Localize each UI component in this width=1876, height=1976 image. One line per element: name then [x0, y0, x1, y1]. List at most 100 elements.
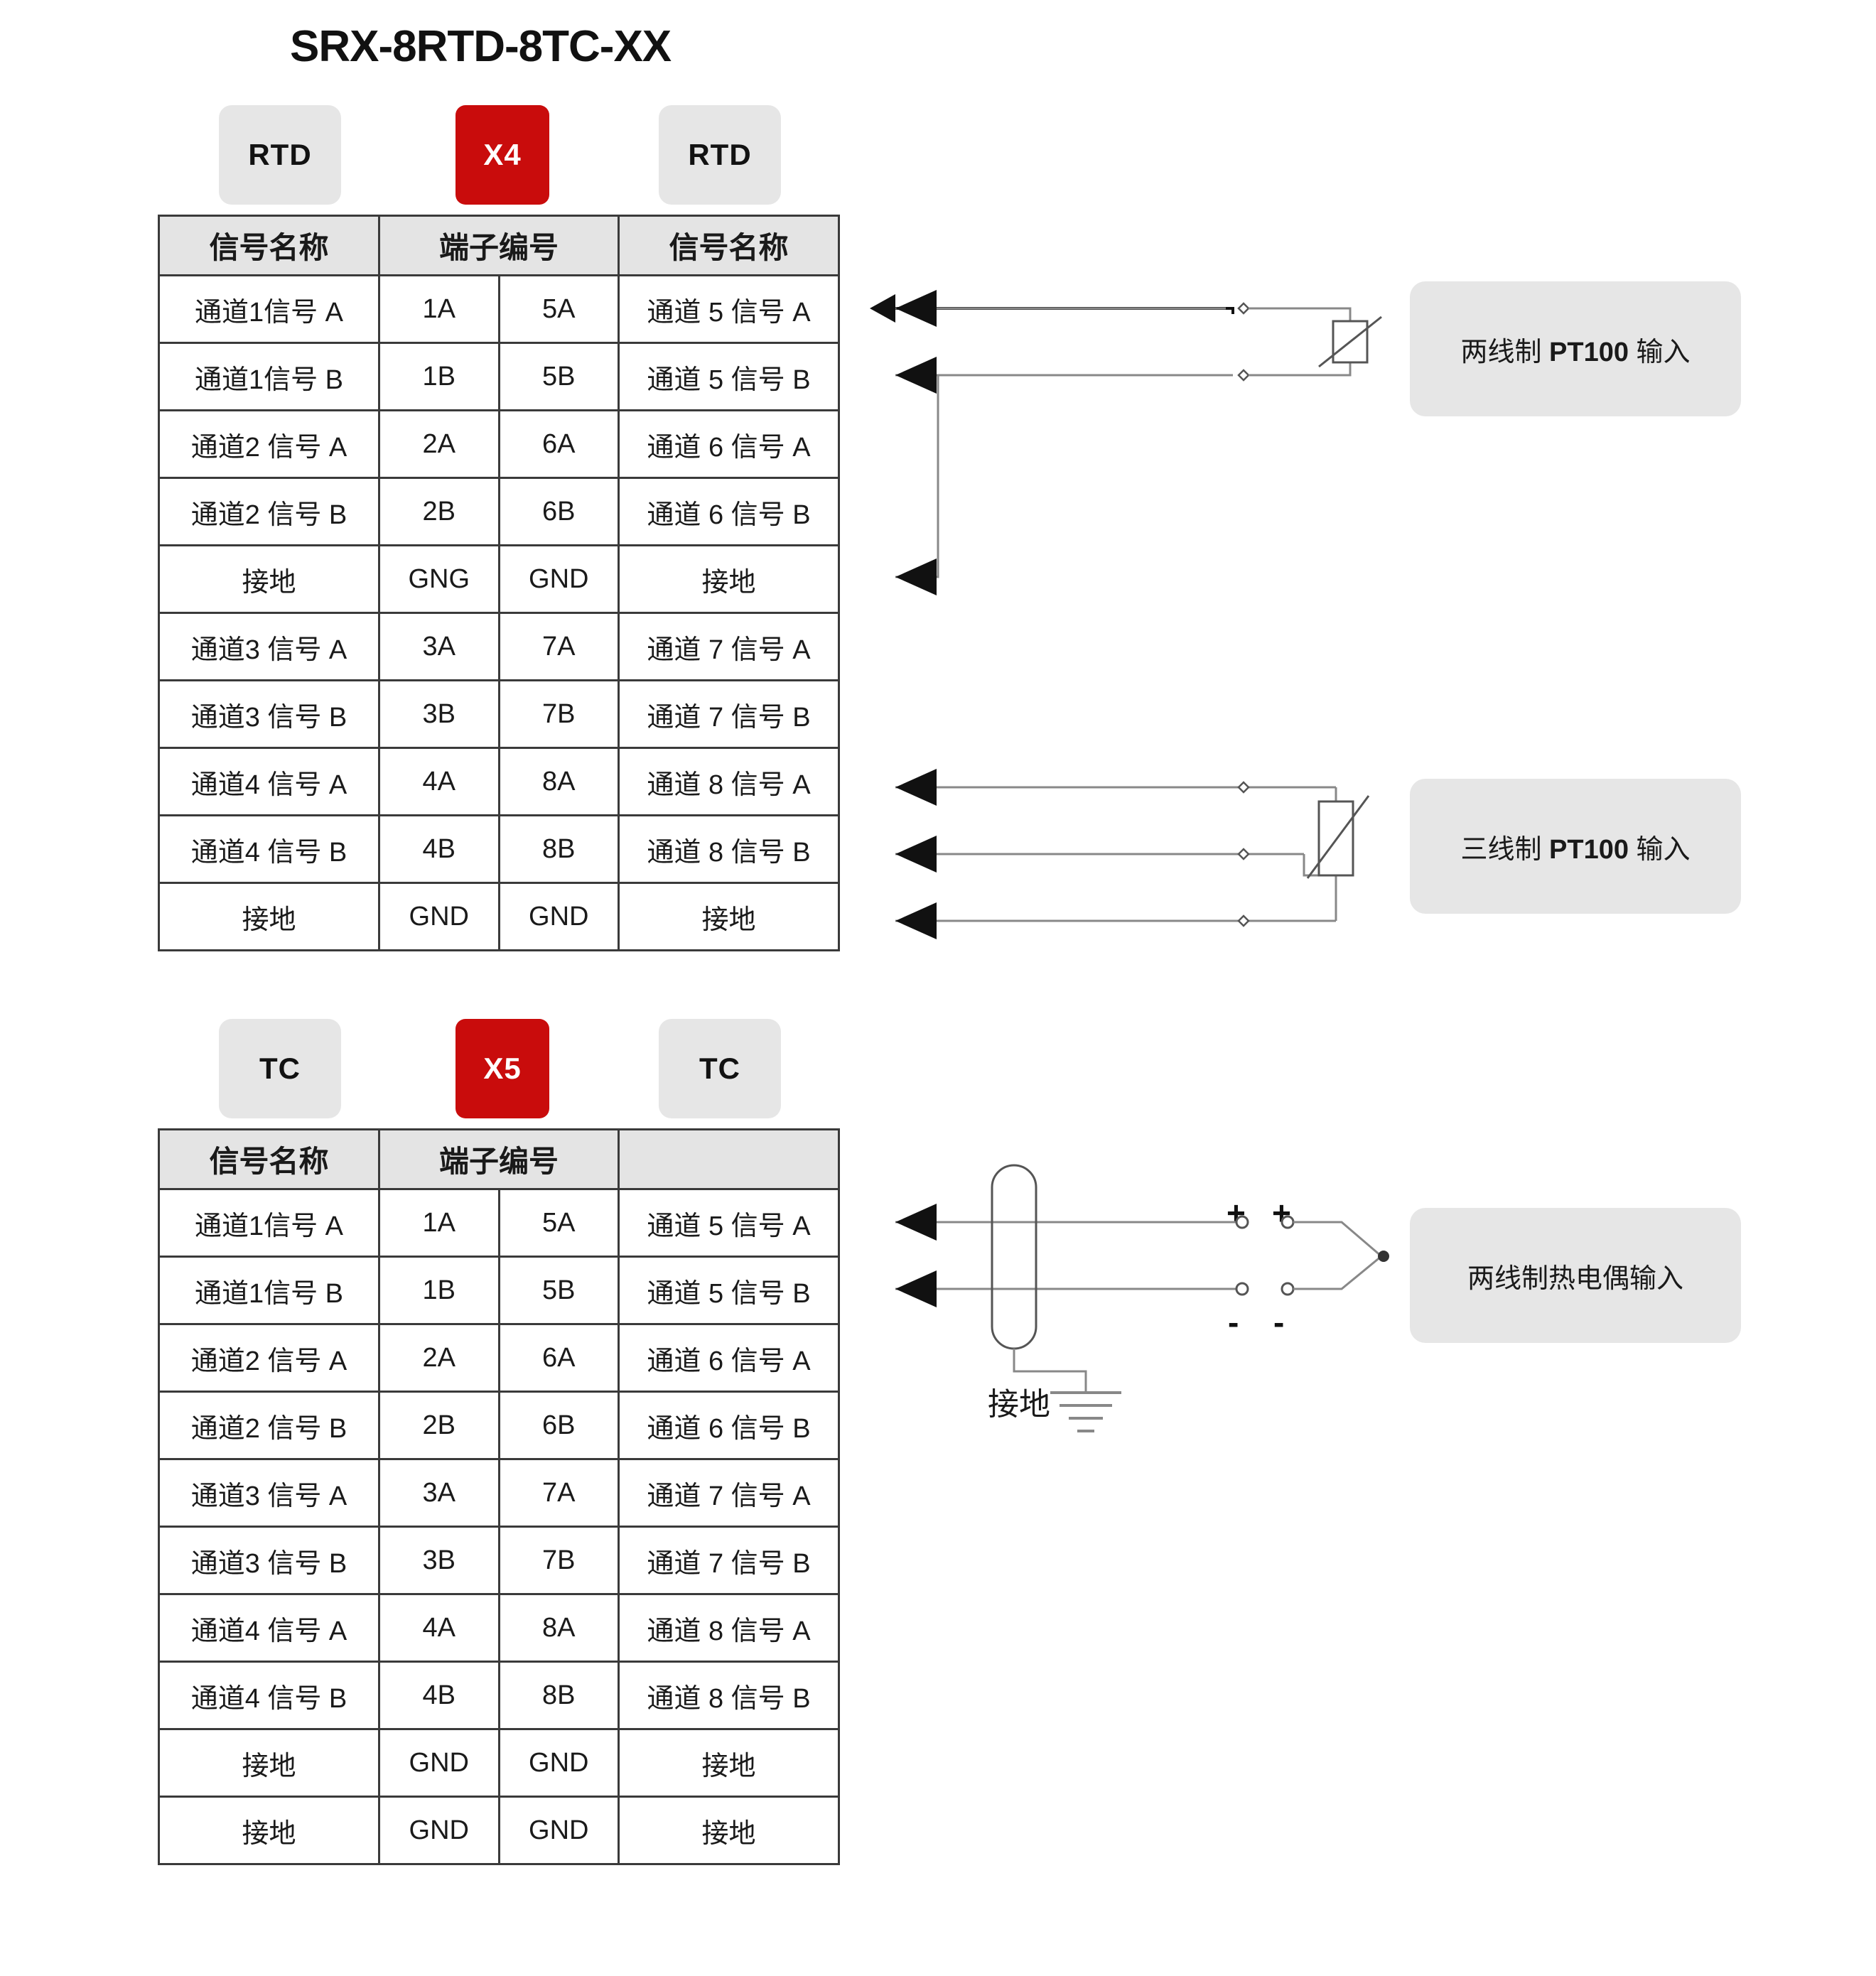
cell-terminal-left: 4B: [378, 814, 500, 884]
cell-signal-left: 通道2 信号 A: [158, 409, 380, 479]
cell-signal-right: 通道 8 信号 B: [618, 814, 840, 884]
cell-terminal-right: 8A: [497, 747, 620, 816]
note-bold: PT100: [1549, 834, 1629, 865]
cell-terminal-right: 7A: [497, 612, 620, 681]
cell-signal-right: 接地: [618, 1796, 840, 1865]
cell-signal-right: 通道 7 信号 B: [618, 1526, 840, 1595]
cell-terminal-right: GND: [497, 544, 620, 614]
cell-signal-left: 接地: [158, 1796, 380, 1865]
cell-signal-right: 通道 5 信号 B: [618, 1256, 840, 1325]
cell-terminal-right: 7A: [497, 1458, 620, 1528]
cell-terminal-left: GND: [378, 882, 500, 951]
cell-signal-right: 通道 8 信号 B: [618, 1661, 840, 1730]
header-terminal-no: 端子编号: [378, 215, 620, 276]
cell-terminal-right: 6B: [497, 477, 620, 546]
cell-signal-right: 通道 7 信号 B: [618, 679, 840, 749]
cell-signal-right: 接地: [618, 544, 840, 614]
cell-terminal-left: 3A: [378, 1458, 500, 1528]
cell-terminal-right: 8A: [497, 1593, 620, 1663]
cell-terminal-left: GND: [378, 1728, 500, 1798]
rtd-resistor-symbol: [1332, 320, 1369, 364]
cell-signal-right: 通道 8 信号 A: [618, 1593, 840, 1663]
arrow-head: [895, 836, 937, 873]
terminal-diamond: [1237, 369, 1250, 382]
cell-terminal-left: 1B: [378, 1256, 500, 1325]
cell-terminal-right: GND: [497, 1728, 620, 1798]
badge-x4: X4: [455, 105, 549, 205]
terminal-diamond: [1237, 914, 1250, 927]
thermocouple-junction: [1378, 1251, 1389, 1262]
badge-label: X5: [483, 1052, 522, 1085]
cell-terminal-left: 1A: [378, 274, 500, 344]
cell-signal-right: 通道 6 信号 B: [618, 1391, 840, 1460]
cell-signal-left: 通道4 信号 A: [158, 1593, 380, 1663]
table-header-row: 信号名称 端子编号: [158, 1128, 840, 1190]
note-prefix: 三线制: [1460, 834, 1550, 865]
cell-terminal-left: 3A: [378, 612, 500, 681]
cell-terminal-left: GNG: [378, 544, 500, 614]
cell-signal-left: 通道2 信号 A: [158, 1323, 380, 1393]
cell-terminal-right: 5B: [497, 1256, 620, 1325]
badge-label: RTD: [248, 138, 312, 171]
cell-terminal-left: 2A: [378, 1323, 500, 1393]
cell-signal-right: 通道 7 信号 A: [618, 1458, 840, 1528]
arrow-head: [895, 902, 937, 939]
badge-tc-left: TC: [219, 1019, 341, 1118]
cell-terminal-left: 1B: [378, 342, 500, 411]
cell-signal-right: 通道 5 信号 B: [618, 342, 840, 411]
arrow-head: [895, 769, 937, 806]
cell-terminal-left: 4B: [378, 1661, 500, 1730]
badge-label: RTD: [688, 138, 752, 171]
note-two-wire-thermocouple: 两线制热电偶输入: [1410, 1208, 1741, 1343]
polarity-minus-right: -: [1273, 1304, 1285, 1341]
cell-terminal-left: 3B: [378, 679, 500, 749]
cell-signal-left: 通道3 信号 A: [158, 1458, 380, 1528]
badge-x5: X5: [455, 1019, 549, 1118]
arrow-head: [895, 357, 937, 394]
terminal-diamond: [1237, 781, 1250, 794]
cell-terminal-right: 5A: [497, 274, 620, 344]
ground-label: 接地: [988, 1387, 1050, 1422]
badge-rtd-left: RTD: [219, 105, 341, 205]
note-text: 两线制 PT100 输入: [1460, 330, 1690, 369]
polarity-plus-right: +: [1272, 1194, 1291, 1231]
note-text: 两线制热电偶输入: [1467, 1263, 1683, 1294]
arrow-head: [895, 1204, 937, 1241]
cell-signal-right: 通道 8 信号 A: [618, 747, 840, 816]
arrow-head: [895, 558, 937, 595]
header-signal-right: 信号名称: [618, 215, 840, 276]
cell-terminal-left: 2B: [378, 477, 500, 546]
cell-signal-left: 通道4 信号 B: [158, 814, 380, 884]
cell-terminal-left: 1A: [378, 1188, 500, 1258]
badge-tc-right: TC: [659, 1019, 781, 1118]
cell-terminal-right: 5B: [497, 342, 620, 411]
cell-terminal-right: GND: [497, 882, 620, 951]
cell-signal-left: 接地: [158, 1728, 380, 1798]
header-signal-left: 信号名称: [158, 1128, 380, 1190]
cell-terminal-right: 7B: [497, 1526, 620, 1595]
badge-label: TC: [699, 1052, 740, 1085]
cell-signal-right: 通道 5 信号 A: [618, 1188, 840, 1258]
cell-terminal-left: 4A: [378, 747, 500, 816]
terminal-diamond: [1237, 848, 1250, 860]
note-suffix: 输入: [1628, 834, 1691, 865]
cell-signal-left: 通道4 信号 B: [158, 1661, 380, 1730]
terminal-diamond: [1237, 302, 1250, 315]
terminal-circle: [1235, 1282, 1249, 1296]
cell-signal-left: 通道2 信号 B: [158, 477, 380, 546]
cell-terminal-right: 7B: [497, 679, 620, 749]
note-three-wire-pt100: 三线制 PT100 输入: [1410, 779, 1741, 914]
note-bold: PT100: [1549, 337, 1629, 367]
terminal-circle: [1281, 1282, 1295, 1296]
